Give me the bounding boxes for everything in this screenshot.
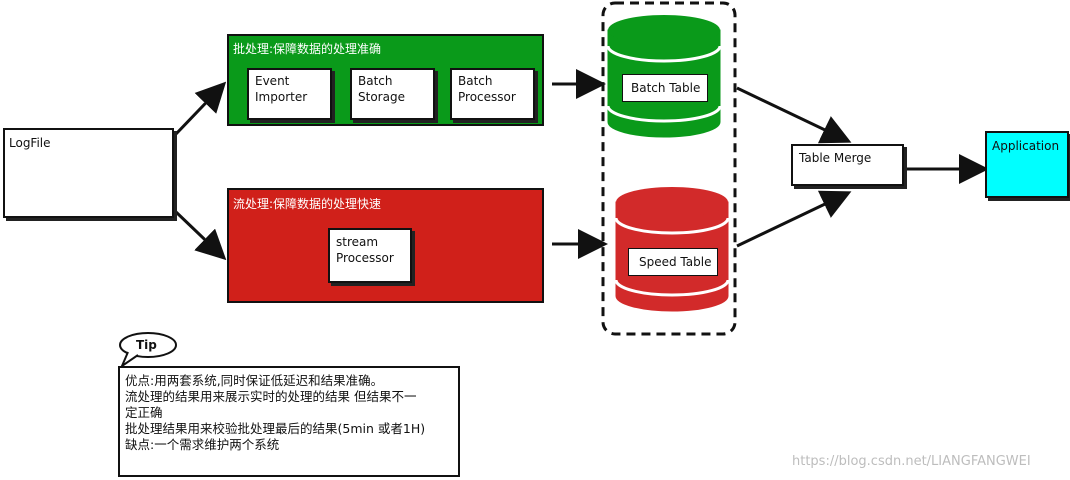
stream-processor-label-2: Processor bbox=[336, 251, 394, 265]
application-label: Application bbox=[992, 139, 1060, 153]
arrow-logfile-to-batch bbox=[174, 81, 227, 136]
tip-line: 缺点:一个需求维护两个系统 bbox=[125, 437, 280, 452]
tip-line: 流处理的结果用来展示实时的处理的结果 但结果不一 bbox=[125, 389, 417, 404]
batch-processor-box: Batch Processor bbox=[450, 68, 535, 120]
speed-layer-title: 流处理:保障数据的处理快速 bbox=[233, 197, 382, 211]
event-importer-box: Event Importer bbox=[247, 68, 332, 120]
batch-table-label-box: Batch Table bbox=[622, 74, 708, 102]
arrow-batch-table-to-merge bbox=[736, 86, 852, 144]
watermark: https://blog.csdn.net/LIANGFANGWEI bbox=[792, 454, 1031, 469]
logfile-node: LogFile bbox=[3, 128, 174, 218]
batch-layer-title: 批处理:保障数据的处理准确 bbox=[233, 42, 382, 56]
batch-table-label: Batch Table bbox=[631, 81, 701, 95]
batch-storage-label-1: Batch bbox=[358, 74, 393, 88]
batch-processor-label-1: Batch bbox=[458, 74, 493, 88]
stream-processor-box: stream Processor bbox=[328, 228, 412, 283]
event-importer-label-2: Importer bbox=[255, 90, 308, 104]
tip-line: 定正确 bbox=[125, 405, 163, 420]
event-importer-label-1: Event bbox=[255, 74, 290, 88]
batch-storage-label-2: Storage bbox=[358, 90, 405, 104]
batch-storage-box: Batch Storage bbox=[350, 68, 435, 120]
serving-layer-dashed-border bbox=[601, 1, 737, 336]
logfile-label: LogFile bbox=[9, 136, 51, 150]
speed-table-label: Speed Table bbox=[639, 255, 712, 269]
batch-processor-label-2: Processor bbox=[458, 90, 516, 104]
speed-table-label-box: Speed Table bbox=[628, 248, 718, 276]
tip-badge-label: Tip bbox=[136, 338, 157, 352]
tip-note-box: 优点:用两套系统,同时保证低延迟和结果准确。 流处理的结果用来展示实时的处理的结… bbox=[118, 366, 460, 477]
arrow-speed-table-to-merge bbox=[736, 190, 852, 248]
batch-table-cylinder bbox=[606, 15, 722, 138]
tip-line: 批处理结果用来校验批处理最后的结果(5min 或者1H) bbox=[125, 421, 426, 436]
tip-line: 优点:用两套系统,同时保证低延迟和结果准确。 bbox=[125, 373, 384, 388]
arrow-logfile-to-speed bbox=[174, 210, 227, 261]
table-merge-node: Table Merge bbox=[791, 144, 904, 186]
stream-processor-label-1: stream bbox=[336, 235, 379, 249]
application-node: Application bbox=[985, 131, 1069, 198]
table-merge-label: Table Merge bbox=[799, 151, 872, 165]
